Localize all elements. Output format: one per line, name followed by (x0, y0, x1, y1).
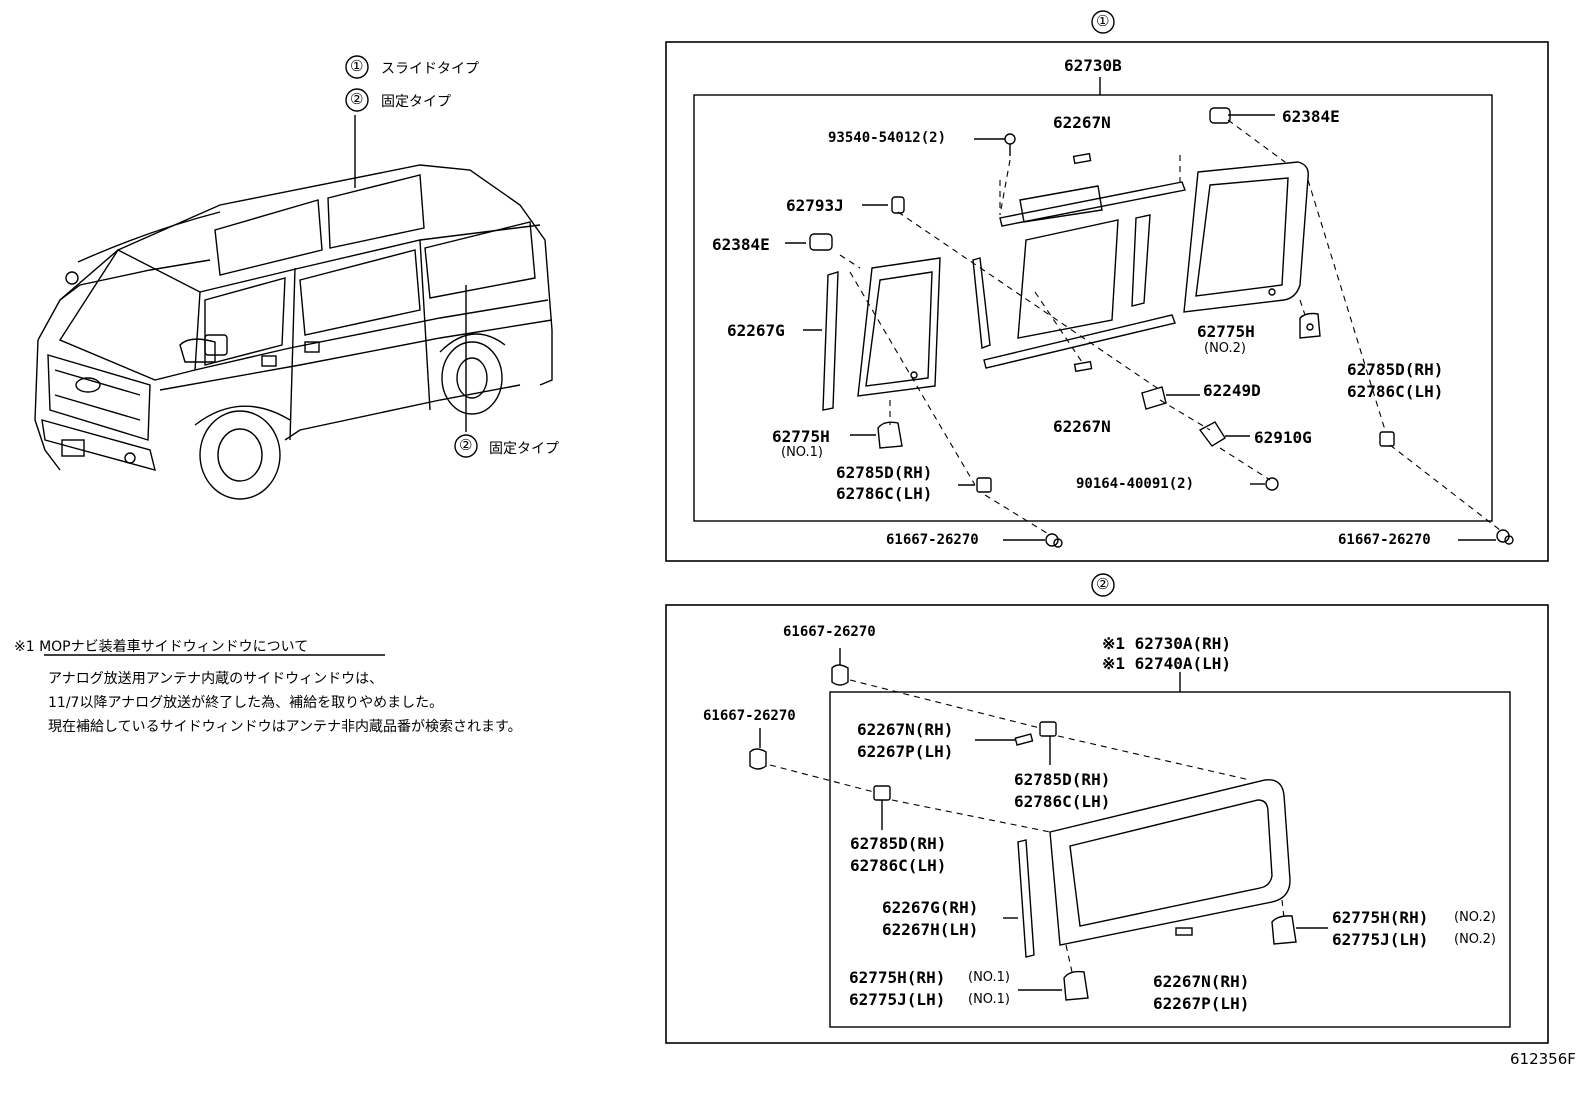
section1-frame (665, 41, 1549, 562)
section1-marker: ① (1096, 12, 1110, 30)
part-nut-right: 61667-26270 (1338, 532, 1431, 548)
part2-mold-lh: 62267H(LH) (882, 920, 979, 939)
legend-fixed-label: 固定タイプ (381, 94, 451, 110)
part-pad-right-note: (NO.2) (1204, 341, 1246, 356)
section1-inner-frame (693, 94, 1493, 522)
part-nut-left: 61667-26270 (886, 532, 979, 548)
part2-pad-left-note-lh: (NO.1) (968, 992, 1010, 1007)
section2-assembly-lines (769, 679, 1285, 973)
part-clip-left-lh: 62786C(LH) (836, 484, 933, 503)
note-line-2: 11/7以降アナログ放送が終了した為、補給を取りやめました。 (48, 695, 444, 711)
legend-fixed-num: ② (350, 90, 364, 108)
part2-nut-top: 61667-26270 (783, 624, 876, 640)
part-strip-top: 62267N (1053, 113, 1111, 132)
part-strip-left: 62267G (727, 321, 785, 340)
note-line-1: アナログ放送用アンテナ内蔵のサイドウィンドウは、 (48, 671, 384, 687)
legend-circle-2 (345, 88, 369, 112)
legend-circle-1 (345, 55, 369, 79)
part-strip-bottom: 62267N (1053, 417, 1111, 436)
part2-pad-right-rh: 62775H(RH) (1332, 908, 1429, 927)
section2-frame (665, 604, 1549, 1044)
part-pad-left: 62775H (772, 427, 830, 446)
legend-fixed-callout-label: 固定タイプ (489, 441, 559, 457)
part2-nut-left: 61667-26270 (703, 708, 796, 724)
section2-assembly-rh: ※1 62730A(RH) (1102, 634, 1231, 653)
part2-pad-left-note-rh: (NO.1) (968, 970, 1010, 985)
legend-fixed-callout-num: ② (459, 436, 473, 454)
part2-mold-rh: 62267G(RH) (882, 898, 979, 917)
part-screw: 93540-54012(2) (828, 130, 947, 146)
part-pad-left-note: (NO.1) (781, 445, 823, 460)
part2-pad-left-lh: 62775J(LH) (849, 990, 946, 1009)
part-plate: 62249D (1203, 381, 1261, 400)
part-screw2: 90164-40091(2) (1076, 476, 1195, 492)
section1-circle (1091, 10, 1115, 34)
part-clip-right-rh: 62785D(RH) (1347, 360, 1444, 379)
section2-assembly-lh: ※1 62740A(LH) (1102, 654, 1231, 673)
section1-assembly-lines (839, 119, 1501, 536)
note-line-3: 現在補給しているサイドウィンドウはアンテナ非内蔵品番が検索されます。 (48, 719, 522, 735)
van-illustration (34, 115, 553, 500)
part-latch: 62910G (1254, 428, 1312, 447)
part2-pad-left-rh: 62775H(RH) (849, 968, 946, 987)
section1-assembly-number: 62730B (1064, 56, 1122, 75)
part-stopper-right: 62384E (1282, 107, 1340, 126)
part2-pad-right-note-rh: (NO.2) (1454, 910, 1496, 925)
part2-strip-lh: 62267P(LH) (857, 742, 954, 761)
part2-clip-top-rh: 62785D(RH) (1014, 770, 1111, 789)
part-pad-right: 62775H (1197, 322, 1255, 341)
legend-slide-num: ① (350, 57, 364, 75)
diagram-code: 612356F (1510, 1050, 1576, 1068)
part-clip-left-rh: 62785D(RH) (836, 463, 933, 482)
note-heading: ※1 MOPナビ装着車サイドウィンドウについて (14, 639, 309, 655)
section2-inner-frame (829, 691, 1511, 1028)
legend-circle-2b (454, 434, 478, 458)
part2-pad-right-lh: 62775J(LH) (1332, 930, 1429, 949)
section2-marker: ② (1096, 575, 1110, 593)
part2-clip-left-rh: 62785D(RH) (850, 834, 947, 853)
part2-clip-left-lh: 62786C(LH) (850, 856, 947, 875)
part2-pad-right-note-lh: (NO.2) (1454, 932, 1496, 947)
section2-circle (1091, 573, 1115, 597)
part2-strip-rh: 62267N(RH) (857, 720, 954, 739)
part2-clip-top-lh: 62786C(LH) (1014, 792, 1111, 811)
part2-strip-bottom-lh: 62267P(LH) (1153, 994, 1250, 1013)
legend-slide-label: スライドタイプ (381, 61, 479, 77)
part-stopper-left: 62384E (712, 235, 770, 254)
part-bracket: 62793J (786, 196, 844, 215)
part2-strip-bottom-rh: 62267N(RH) (1153, 972, 1250, 991)
part-clip-right-lh: 62786C(LH) (1347, 382, 1444, 401)
